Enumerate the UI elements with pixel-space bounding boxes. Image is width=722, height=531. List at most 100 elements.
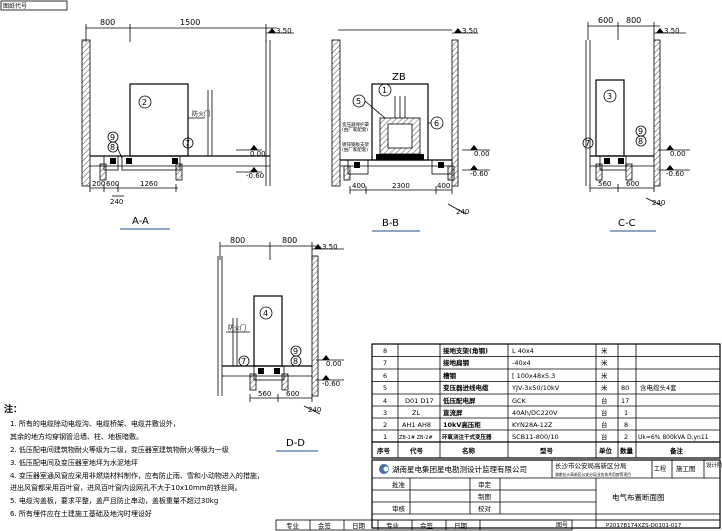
dd-dim-top-1: 800 <box>230 236 245 245</box>
cc-dim-bot-1: 560 <box>598 180 611 188</box>
row-7-unit: 米 <box>601 358 608 367</box>
row-1-model: SCB11-800/10 <box>512 433 559 441</box>
th-name: 名称 <box>462 446 476 455</box>
row-4-name: 低压配电屏 <box>442 396 476 405</box>
signoff-4: 专业 <box>386 521 400 530</box>
cc-dim-top-2: 800 <box>626 16 641 25</box>
bb-elev-bot: -0.60 <box>470 170 488 178</box>
note-line-7: 5. 电缆沟盖板，要求平整，盖严且防止串动，盖板重量不超过30kg <box>10 496 218 505</box>
bb-note-3: 镀锌钢板支架 <box>342 141 369 148</box>
aa-elev-top: 3.50 <box>276 27 292 35</box>
dd-marker-8: 8 <box>293 357 298 366</box>
aa-marker-2: 2 <box>142 98 147 107</box>
signoff-5: 会签 <box>420 521 434 530</box>
dd-dim-bot-2: 600 <box>286 390 299 398</box>
row-6-unit: 米 <box>601 371 608 380</box>
aa-fire-door-label: 防火门 <box>192 110 210 118</box>
stage-value: 施工图 <box>676 464 696 473</box>
note-line-2: 其余的地方均穿钢管沿墙、柱、地板暗敷。 <box>10 432 143 441</box>
row-8-no: 8 <box>383 347 387 355</box>
row-3-model: 40Ah/DC220V <box>512 409 558 417</box>
row-5-no: 5 <box>383 384 387 392</box>
row-4-code: D01 D17 <box>405 397 434 405</box>
draw-role-label: 制图 <box>478 492 491 501</box>
bb-dim-240: 240 <box>456 208 469 216</box>
dd-marker-7: 7 <box>241 357 246 366</box>
dd-elev-mid: 0.00 <box>326 360 342 368</box>
cc-marker-8: 8 <box>638 137 643 146</box>
note-line-5: 4. 变压器室通风窗应采用非燃烧材料制作，应有防止雨、雪和小动物进入的措施， <box>10 471 264 480</box>
row-5-remark: 含电缆头4套 <box>640 383 677 392</box>
aa-section-title: A-A <box>132 216 149 227</box>
aa-dim-top-2: 1500 <box>180 18 200 27</box>
aa-cabinet-2 <box>129 83 189 157</box>
bb-note-4: (由厂家配套) <box>342 146 368 153</box>
stage-label-1: 工程 <box>654 465 666 473</box>
bb-section-title: B-B <box>382 218 399 229</box>
section-c-c: 600 800 3.50 3 9 8 7 0.00 -0.60 <box>582 16 690 232</box>
signoff-2: 会签 <box>318 521 332 530</box>
row-7-no: 7 <box>383 359 387 367</box>
row-8-name: 接地支架(角钢) <box>443 346 488 355</box>
stage-label-2: 设计阶段 <box>706 461 722 469</box>
equipment-table: 8 接地支架(角钢) L 40x4 米 7 接地扁钢 -40x4 米 6 槽钢 … <box>371 343 721 459</box>
cc-marker-9: 9 <box>638 127 643 136</box>
row-3-code: ZL <box>412 409 420 417</box>
row-4-unit: 台 <box>601 396 608 405</box>
bb-elev-mid: 0.00 <box>474 150 490 158</box>
cc-marker-7: 7 <box>585 139 590 148</box>
note-line-3: 2. 低压配电间建筑物耐火等级为二级，变压器室建筑物耐火等级为一级 <box>10 445 229 454</box>
cc-dim-240: 240 <box>652 199 665 207</box>
signoff-1: 专业 <box>286 521 300 530</box>
dd-section-title: D-D <box>286 438 305 449</box>
row-1-remark: Uk=6% 800kVA D,yn11 <box>638 434 709 441</box>
aa-elev-bot: -0.60 <box>246 172 264 180</box>
signoff-3: 日期 <box>352 522 366 530</box>
th-remark: 备注 <box>669 446 684 455</box>
stamp-label: 图纸代号 <box>3 2 27 10</box>
th-qty: 数量 <box>620 446 634 455</box>
approve-label: 批准 <box>392 480 406 489</box>
drawing-title: 电气布置断面图 <box>612 492 665 502</box>
row-2-no: 2 <box>383 421 387 429</box>
dd-elev-top: 3.50 <box>322 243 338 251</box>
th-code: 代号 <box>409 446 424 455</box>
bb-note-1: 变压器保护罩 <box>342 121 369 128</box>
dd-dim-240: 240 <box>308 406 321 414</box>
check-label: 校对 <box>478 504 492 513</box>
row-2-name: 10kV高压柜 <box>443 420 481 429</box>
aa-marker-9: 9 <box>110 133 115 142</box>
row-6-no: 6 <box>383 372 387 380</box>
row-1-code: ZB-1# ZB-2# <box>399 435 433 441</box>
aa-dim-top-1: 800 <box>100 18 115 27</box>
bb-marker-1: 1 <box>382 86 387 95</box>
th-no: 序号 <box>376 446 391 455</box>
bb-marker-5: 5 <box>356 97 361 106</box>
aa-dim-bot-2: 600 <box>106 180 119 188</box>
section-a-a: 800 1500 3.50 0.00 -0.60 2 防火门 <box>81 18 294 230</box>
design-role-label: 审定 <box>478 480 492 489</box>
review-label: 审核 <box>392 504 406 513</box>
row-5-qty: 80 <box>621 384 629 392</box>
row-1-no: 1 <box>383 433 387 441</box>
row-5-unit: 米 <box>601 383 608 392</box>
row-6-name: 槽钢 <box>443 371 457 380</box>
title-block: 湖南星电集团星电勘测设计监理有限公司 长沙市公安局高新区分局 湖南长沙高新区公安… <box>371 459 722 529</box>
note-line-6: 进出风窗都采用百叶窗，进风百叶窗内设网孔不大于10x10mm的铁丝网。 <box>10 483 242 492</box>
bb-dim-bot-3: 400 <box>437 182 450 190</box>
row-2-code: AH1 AH8 <box>402 421 431 429</box>
row-6-model: [ 100x48x5.3 <box>512 372 555 380</box>
dd-marker-4: 4 <box>263 309 268 318</box>
drawing-code-stamp: 图纸代号 <box>0 0 68 11</box>
bb-marker-6: 6 <box>434 119 439 128</box>
row-1-qty: 2 <box>624 433 628 441</box>
client-name: 长沙市公安局高新区分局 <box>555 461 627 470</box>
row-3-no: 3 <box>383 409 387 417</box>
aa-dim-bot-3: 1260 <box>140 180 158 188</box>
dd-dim-top-2: 800 <box>282 236 297 245</box>
th-unit: 单位 <box>599 446 613 455</box>
bb-dim-bot-1: 400 <box>352 182 365 190</box>
aa-marker-8: 8 <box>110 143 115 152</box>
section-b-b: 3.50 ZB 1 5 6 变压器保护罩 (由厂家配套) 镀锌钢板支架 (由厂家… <box>331 27 490 232</box>
